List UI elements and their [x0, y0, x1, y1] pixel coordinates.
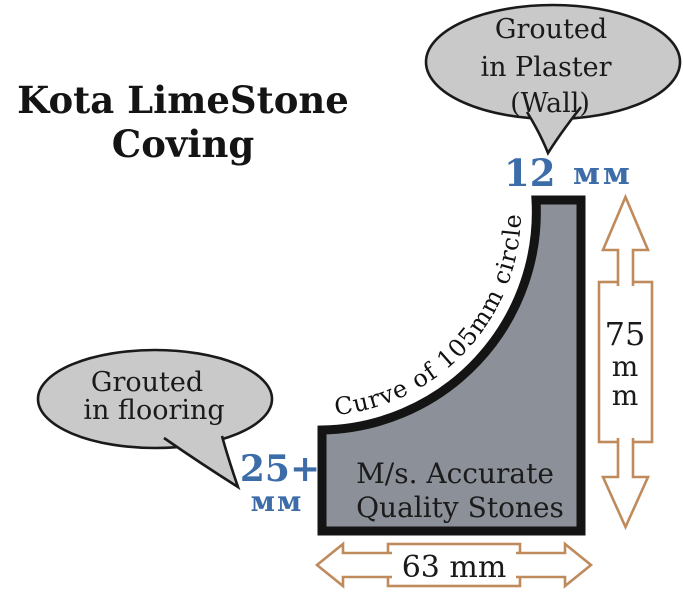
width-value: 63 mm — [402, 550, 507, 585]
floor-bubble-text-line2: in flooring — [83, 395, 224, 426]
floor-bubble-text-line1: Grouted — [91, 367, 203, 398]
height-value-line1: 75 — [605, 315, 646, 353]
floor-bubble-ellipse — [36, 348, 274, 450]
height-value-line2: m — [612, 350, 639, 383]
page-title-line1: Kota LimeStone — [17, 78, 349, 122]
top-thickness-unit: мм — [573, 156, 633, 192]
wall-bubble-text-line1: Grouted — [495, 14, 607, 45]
floor-thickness-value: 25+ — [240, 448, 320, 490]
width-arrow-right-icon — [516, 541, 594, 589]
wall-bubble-tail — [525, 106, 583, 156]
floor-thickness-unit: мм — [251, 485, 304, 518]
wall-speech-bubble: Grouted in Plaster (Wall) — [424, 3, 682, 156]
floor-speech-bubble: Grouted in flooring — [36, 348, 274, 491]
height-arrow-down-icon — [600, 438, 651, 531]
width-arrow-left-icon — [314, 541, 392, 589]
floor-bubble-tail — [163, 435, 241, 491]
brand-text-line1: M/s. Accurate — [356, 457, 554, 490]
height-value-line3: m — [612, 379, 639, 412]
wall-bubble-text-line3: (Wall) — [510, 88, 590, 119]
height-dimension: 75 m m — [597, 193, 654, 531]
top-thickness-value: 12 — [504, 151, 556, 195]
coving-cross-section — [317, 195, 586, 536]
height-arrow-up-icon — [601, 193, 650, 286]
floor-thickness-label: 25+ мм — [240, 448, 320, 518]
width-dimension: 63 mm — [314, 541, 594, 589]
page-title-line2: Coving — [112, 122, 254, 166]
wall-bubble-text-line2: in Plaster — [480, 52, 611, 83]
brand-text-line2: Quality Stones — [356, 491, 564, 524]
top-thickness-label: 12 мм — [504, 151, 633, 195]
